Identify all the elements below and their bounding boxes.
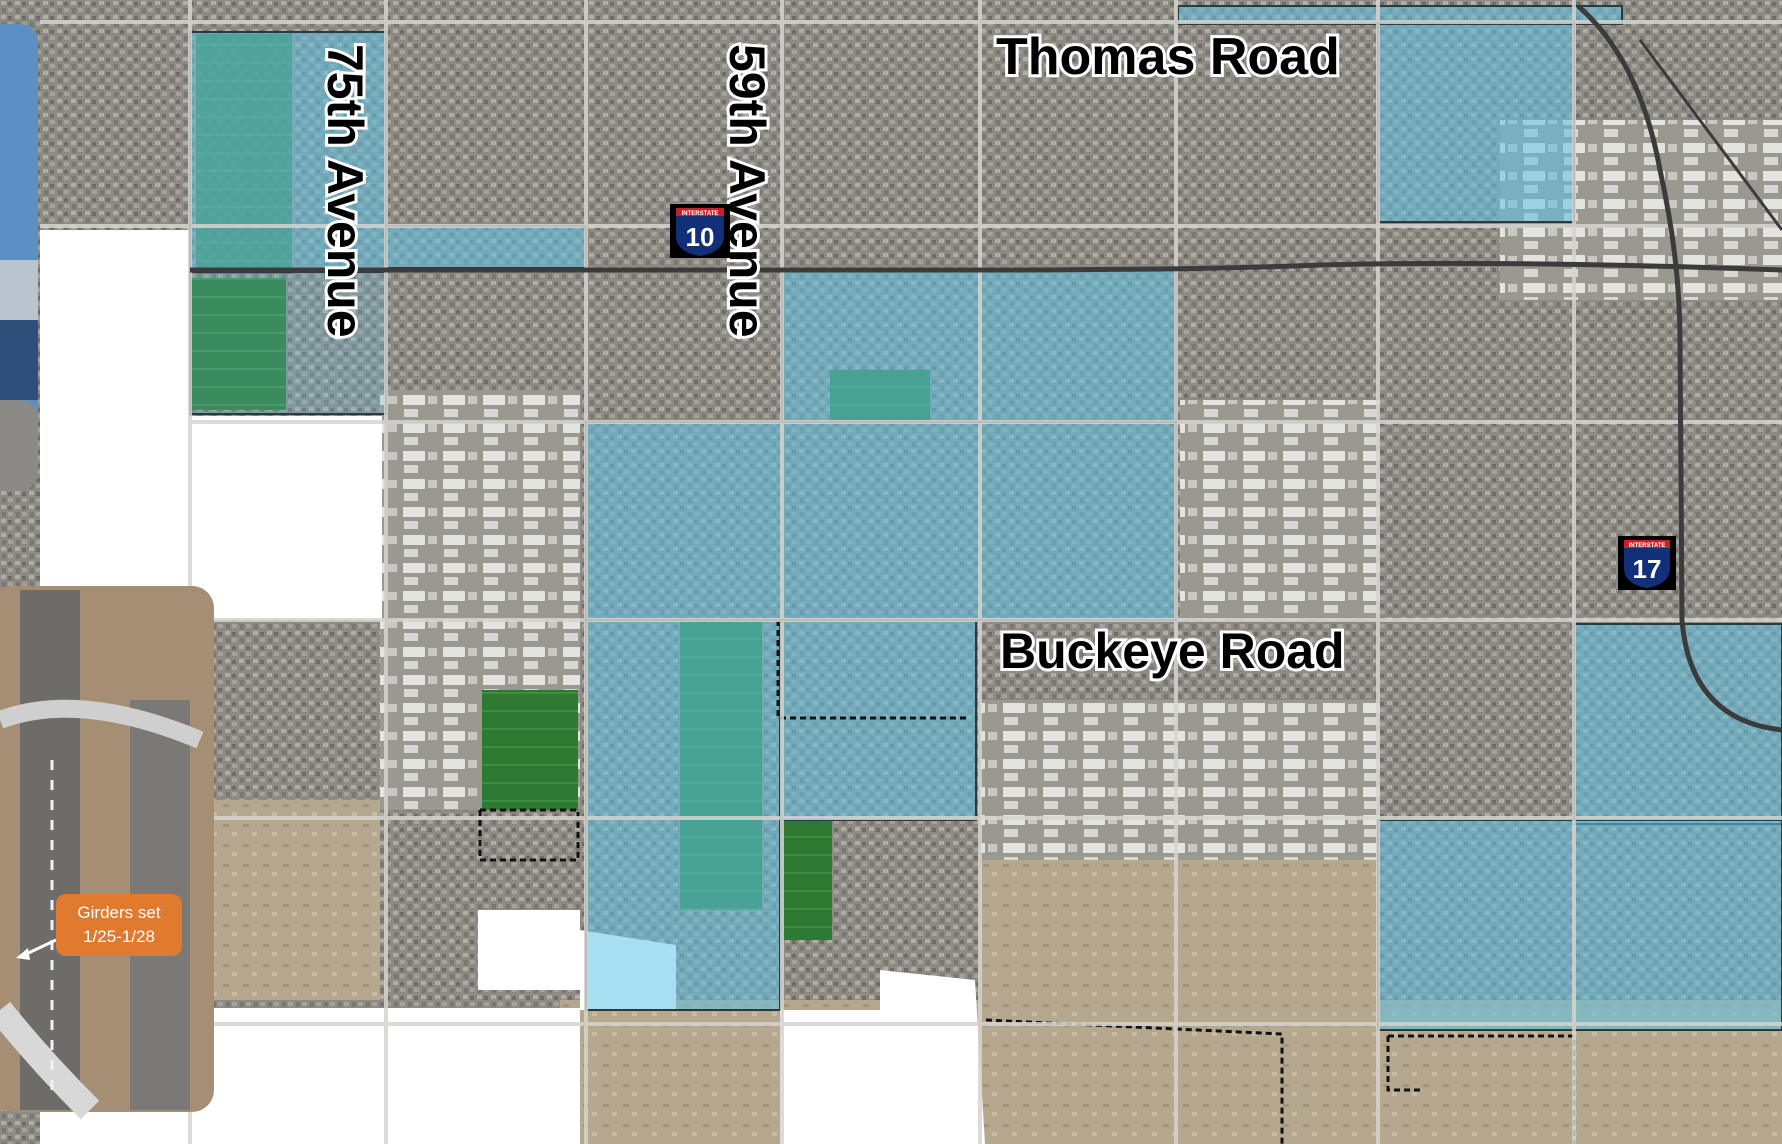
zone-southwest xyxy=(585,619,781,1011)
callout-arrow xyxy=(16,938,57,960)
road-grid xyxy=(40,0,1782,1144)
road-label-75th-avenue: 75th Avenue xyxy=(317,44,373,338)
svg-text:17: 17 xyxy=(1633,554,1662,584)
zone-thomas-east xyxy=(1377,21,1575,223)
zone-central-industrial xyxy=(585,421,1177,621)
road-label-buckeye: Buckeye Road xyxy=(1000,623,1345,679)
svg-text:INTERSTATE: INTERSTATE xyxy=(1629,543,1666,549)
interstate-10-shield-icon: INTERSTATE 10 xyxy=(670,204,730,258)
road-label-thomas: Thomas Road xyxy=(996,28,1340,86)
inset-photo-stadium xyxy=(0,24,38,490)
girders-callout: Girders set 1/25-1/28 xyxy=(56,894,182,956)
callout-line-2: 1/25-1/28 xyxy=(83,927,155,946)
inset-photo-construction xyxy=(0,586,214,1120)
zone-buckeye xyxy=(779,619,977,821)
zone-75th-south xyxy=(189,271,387,415)
zone-i10-strip xyxy=(385,225,587,269)
zone-southeast xyxy=(1377,819,1782,1031)
zone-75th-north xyxy=(189,31,387,271)
freeways xyxy=(190,4,1782,733)
road-label-59th-avenue: 59th Avenue xyxy=(719,44,775,338)
callout-line-1: Girders set xyxy=(77,903,161,922)
svg-text:INTERSTATE: INTERSTATE xyxy=(682,211,719,217)
interstate-17-shield-icon: INTERSTATE 17 xyxy=(1618,536,1676,590)
svg-text:10: 10 xyxy=(686,222,715,252)
